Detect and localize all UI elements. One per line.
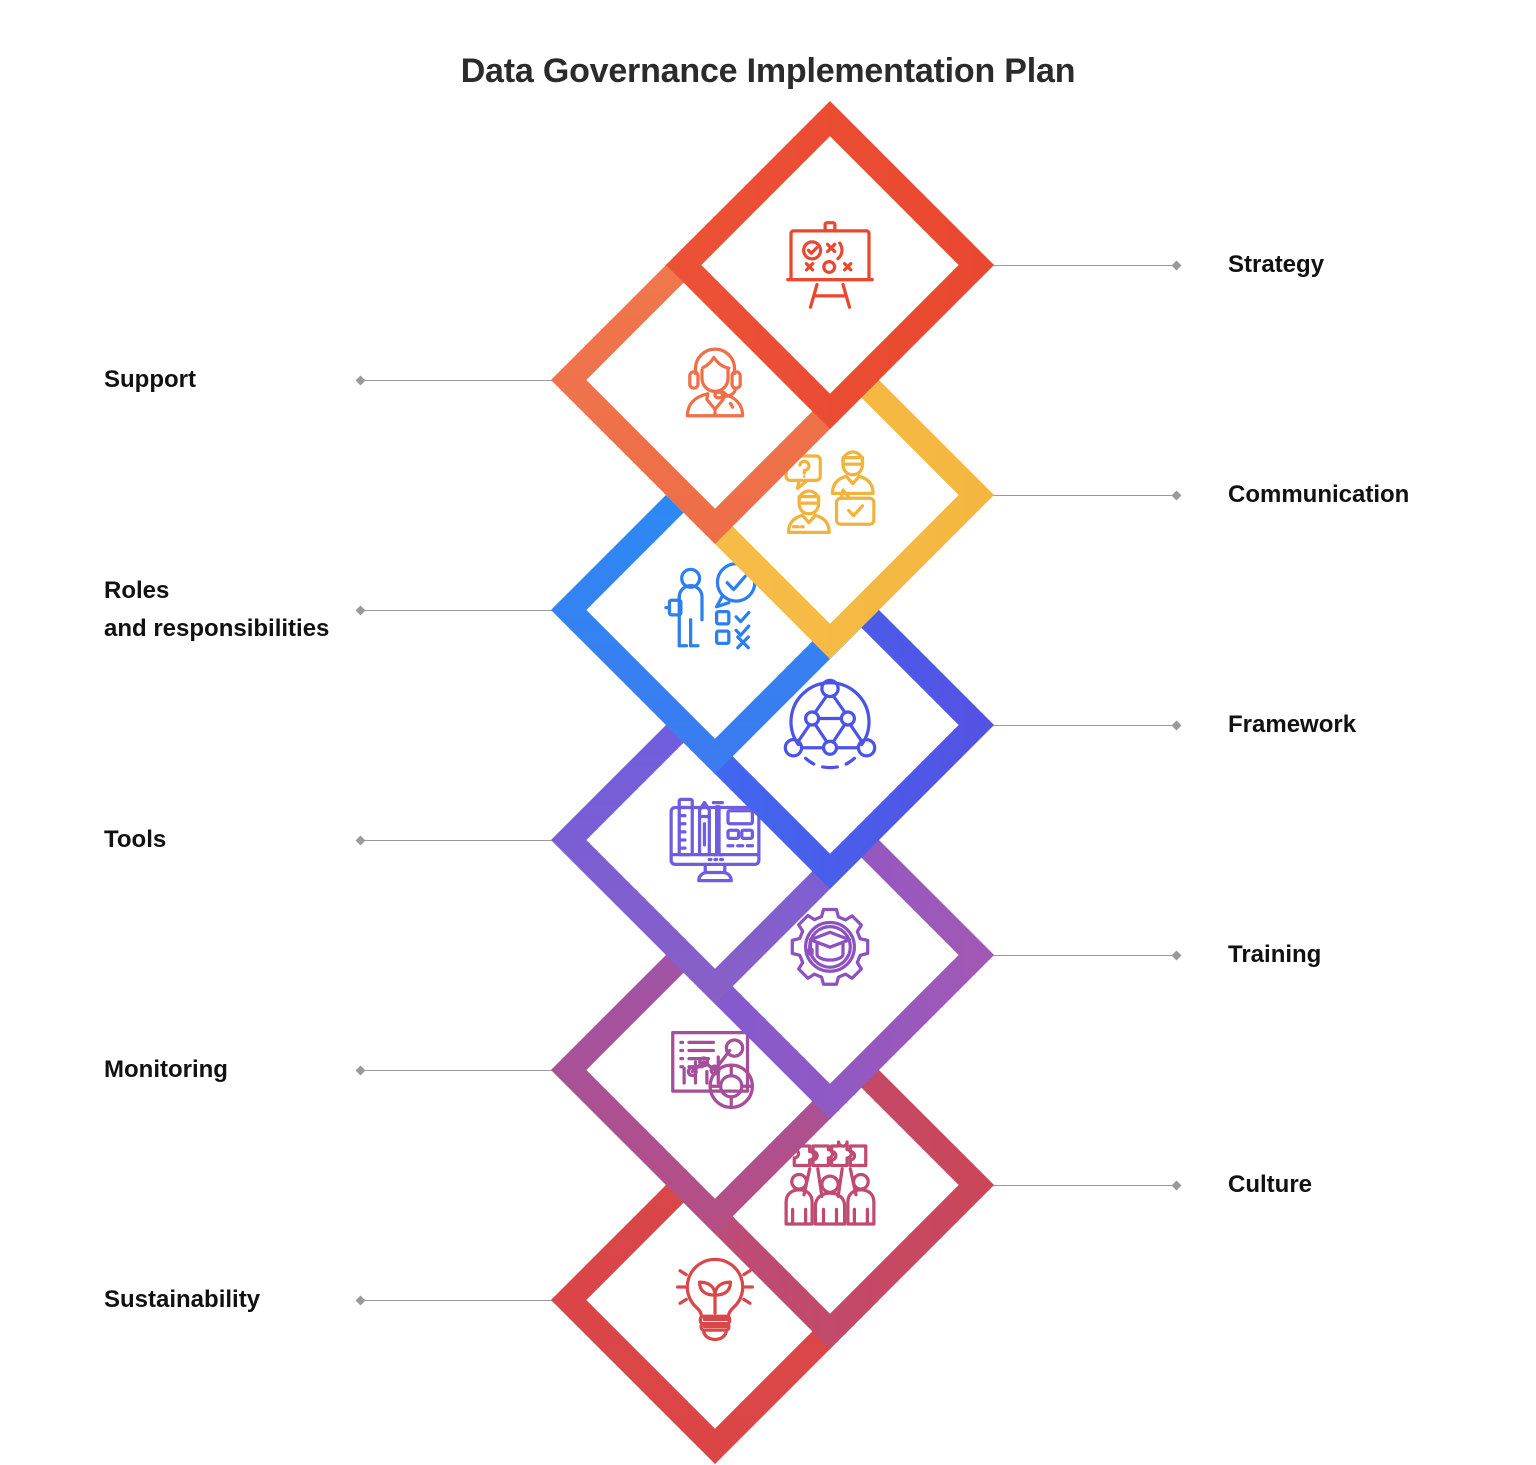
connector-line-training xyxy=(936,955,1176,956)
diamond-node-culture[interactable] xyxy=(665,1020,995,1350)
node-label-framework: Framework xyxy=(1228,706,1356,744)
connector-line-tools xyxy=(360,840,600,841)
connector-line-roles xyxy=(360,610,600,611)
connector-dot-support xyxy=(355,375,366,386)
people-speech-bubbles-icon xyxy=(778,443,882,547)
node-label-line-1: Roles xyxy=(104,577,170,604)
diamond-node-roles[interactable] xyxy=(550,445,880,775)
connector-dot-culture xyxy=(1171,1180,1182,1191)
node-label-culture: Culture xyxy=(1228,1166,1312,1204)
strategy-board-icon xyxy=(778,213,882,317)
node-label-communication: Communication xyxy=(1228,476,1409,514)
node-label-line-1: Sustainability xyxy=(104,1286,261,1313)
connector-dot-sustainability xyxy=(355,1295,366,1306)
node-label-line-1: Training xyxy=(1228,941,1322,968)
gear-graduation-cap-icon xyxy=(778,903,882,1007)
lightbulb-plant-icon xyxy=(663,1248,767,1352)
node-label-line-1: Tools xyxy=(104,826,167,853)
connector-dot-training xyxy=(1171,950,1182,961)
connector-dot-roles xyxy=(355,605,366,616)
node-label-line-1: Framework xyxy=(1228,711,1357,738)
connector-line-monitoring xyxy=(360,1070,600,1071)
connector-line-communication xyxy=(936,495,1176,496)
diamond-node-monitoring[interactable] xyxy=(550,905,880,1235)
page-title: Data Governance Implementation Plan xyxy=(460,52,1076,90)
diamond-node-communication[interactable] xyxy=(665,330,995,660)
node-label-training: Training xyxy=(1228,936,1321,974)
connector-dot-strategy xyxy=(1171,260,1182,271)
connector-dot-communication xyxy=(1171,490,1182,501)
node-label-strategy: Strategy xyxy=(1228,246,1324,284)
node-label-line-1: Communication xyxy=(1228,481,1410,508)
connector-line-strategy xyxy=(936,265,1176,266)
connector-line-support xyxy=(360,380,600,381)
connector-dot-monitoring xyxy=(355,1065,366,1076)
node-label-line-2: and responsibilities xyxy=(104,615,330,642)
diamond-node-support[interactable] xyxy=(550,215,880,545)
person-checklist-icon xyxy=(663,558,767,662)
diamond-node-training[interactable] xyxy=(665,790,995,1120)
connector-line-sustainability xyxy=(360,1300,600,1301)
network-nodes-icon xyxy=(778,673,882,777)
connector-dot-tools xyxy=(355,835,366,846)
node-label-sustainability: Sustainability xyxy=(104,1281,260,1319)
diamond-node-tools[interactable] xyxy=(550,675,880,1005)
node-label-line-1: Monitoring xyxy=(104,1056,228,1083)
node-label-line-1: Culture xyxy=(1228,1171,1312,1198)
node-label-line-1: Strategy xyxy=(1228,251,1325,278)
connector-line-culture xyxy=(936,1185,1176,1186)
connector-dot-framework xyxy=(1171,720,1182,731)
diamond-node-strategy[interactable] xyxy=(665,100,995,430)
headset-agent-icon xyxy=(663,328,767,432)
diamond-node-framework[interactable] xyxy=(665,560,995,890)
node-label-roles: Roles and responsibilities xyxy=(104,572,329,648)
node-label-line-1: Support xyxy=(104,366,196,393)
connector-line-framework xyxy=(936,725,1176,726)
monitor-design-tools-icon xyxy=(663,788,767,892)
node-label-tools: Tools xyxy=(104,821,166,859)
diamond-node-sustainability[interactable] xyxy=(550,1135,880,1465)
node-label-support: Support xyxy=(104,361,196,399)
node-label-monitoring: Monitoring xyxy=(104,1051,228,1089)
analytics-dashboard-icon xyxy=(663,1018,767,1122)
team-puzzle-icon xyxy=(778,1133,882,1237)
